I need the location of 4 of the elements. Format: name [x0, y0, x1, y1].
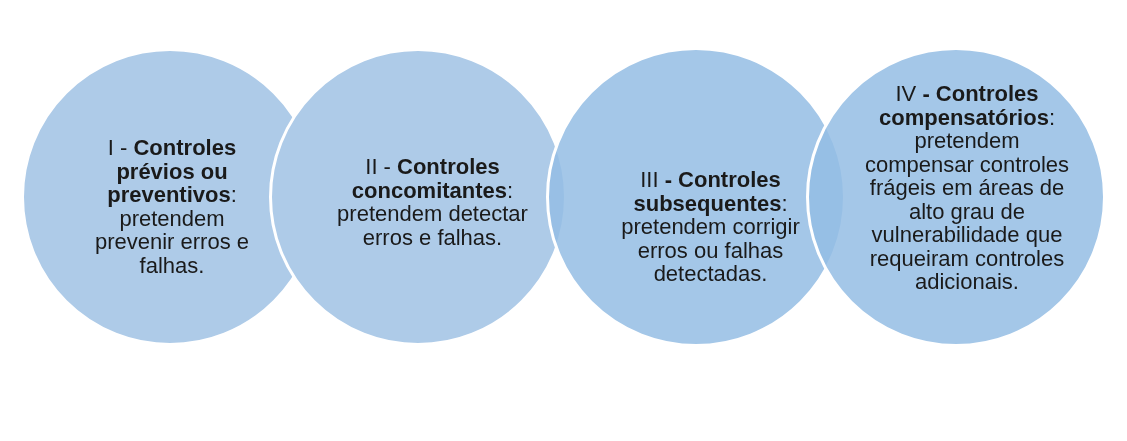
- description-text: IV - Controles compensatórios: pretendem compensar controles frágeis em áreas de alto grau de vulnerabilidade que requeiram controles adicionais.: [863, 82, 1071, 294]
- description-text: II - Controles concomitantes: pretendem detectar erros e falhas.: [336, 155, 529, 249]
- description-text: I - Controles prévios ou preventivos: pretendem prevenir erros e falhas.: [93, 136, 251, 277]
- description-text: III - Controles subsequentes: pretendem corrigir erros ou falhas detectadas.: [620, 168, 801, 286]
